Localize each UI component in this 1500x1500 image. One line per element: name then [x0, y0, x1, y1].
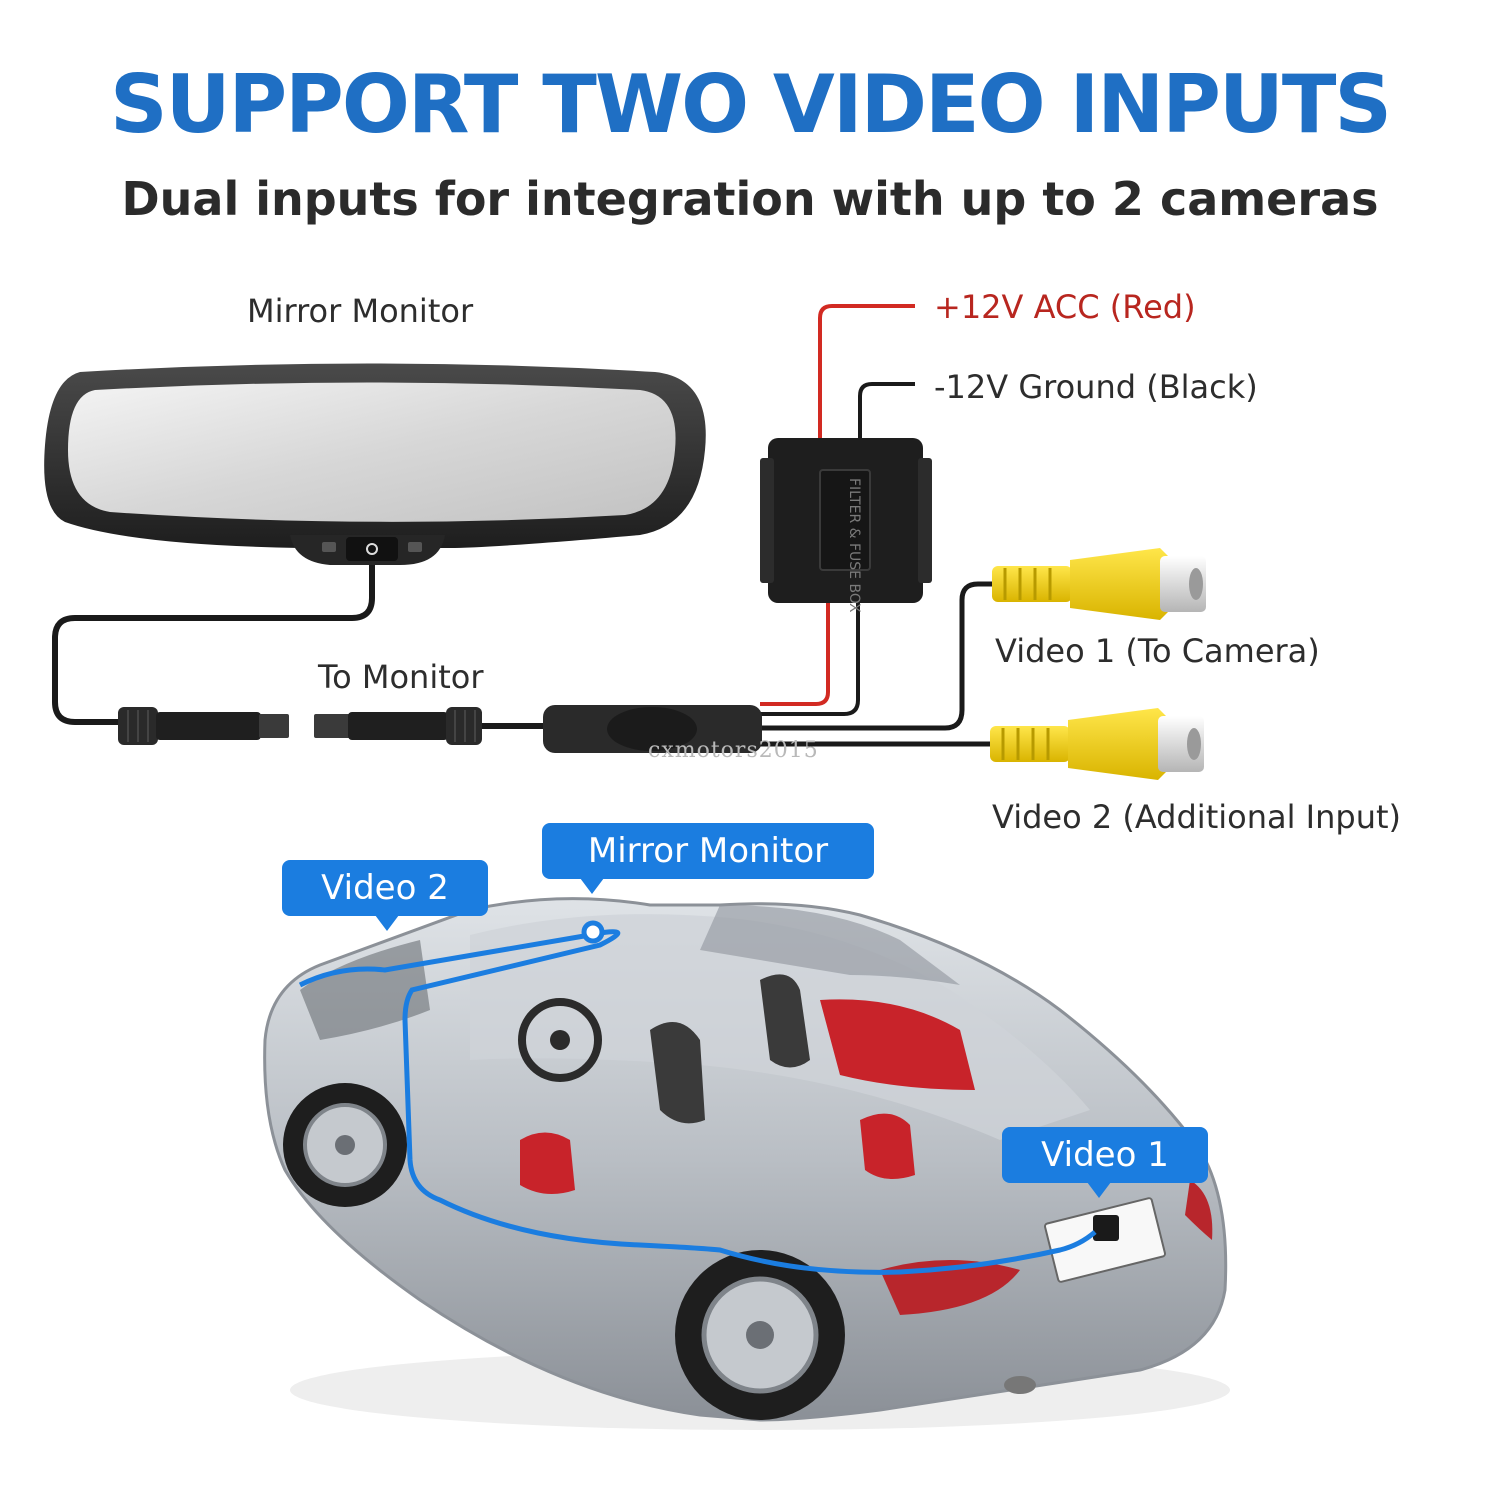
callout-video2: Video 2 — [282, 860, 488, 931]
ground-label: -12V Ground (Black) — [934, 368, 1258, 406]
rca-connector-video2 — [990, 708, 1204, 780]
video2-label: Video 2 (Additional Input) — [992, 798, 1401, 836]
filter-box-text: FILTER & FUSE BOX — [846, 478, 862, 613]
subheadline: Dual inputs for integration with up to 2… — [121, 172, 1379, 226]
callout-mirror-monitor: Mirror Monitor — [542, 823, 874, 894]
mirror-cable — [52, 565, 375, 725]
cable-splitter — [543, 705, 762, 753]
female-connector — [118, 707, 289, 745]
steering-wheel — [518, 998, 602, 1082]
rca-connector-video1 — [992, 548, 1206, 620]
video-route-path — [298, 929, 1097, 1275]
filter-fuse-box: FILTER & FUSE BOX — [760, 438, 932, 613]
callout-video1: Video 1 — [1002, 1127, 1208, 1198]
male-connector — [314, 707, 482, 745]
acc-red-wire — [818, 304, 915, 438]
video1-wire — [760, 581, 996, 731]
rear-seat — [820, 999, 975, 1090]
mirror-monitor-device — [44, 363, 706, 565]
mirror-location-marker — [581, 920, 605, 944]
watermark: cxmotors2015 — [648, 738, 819, 763]
ground-black-wire — [858, 382, 915, 438]
acc-label: +12V ACC (Red) — [934, 288, 1196, 326]
power-icon — [366, 543, 378, 555]
to-monitor-label: To Monitor — [318, 658, 484, 696]
headline: SUPPORT TWO VIDEO INPUTS — [109, 58, 1392, 151]
mirror-monitor-label: Mirror Monitor — [247, 292, 474, 330]
car-illustration — [263, 897, 1230, 1430]
video1-label: Video 1 (To Camera) — [995, 632, 1320, 670]
